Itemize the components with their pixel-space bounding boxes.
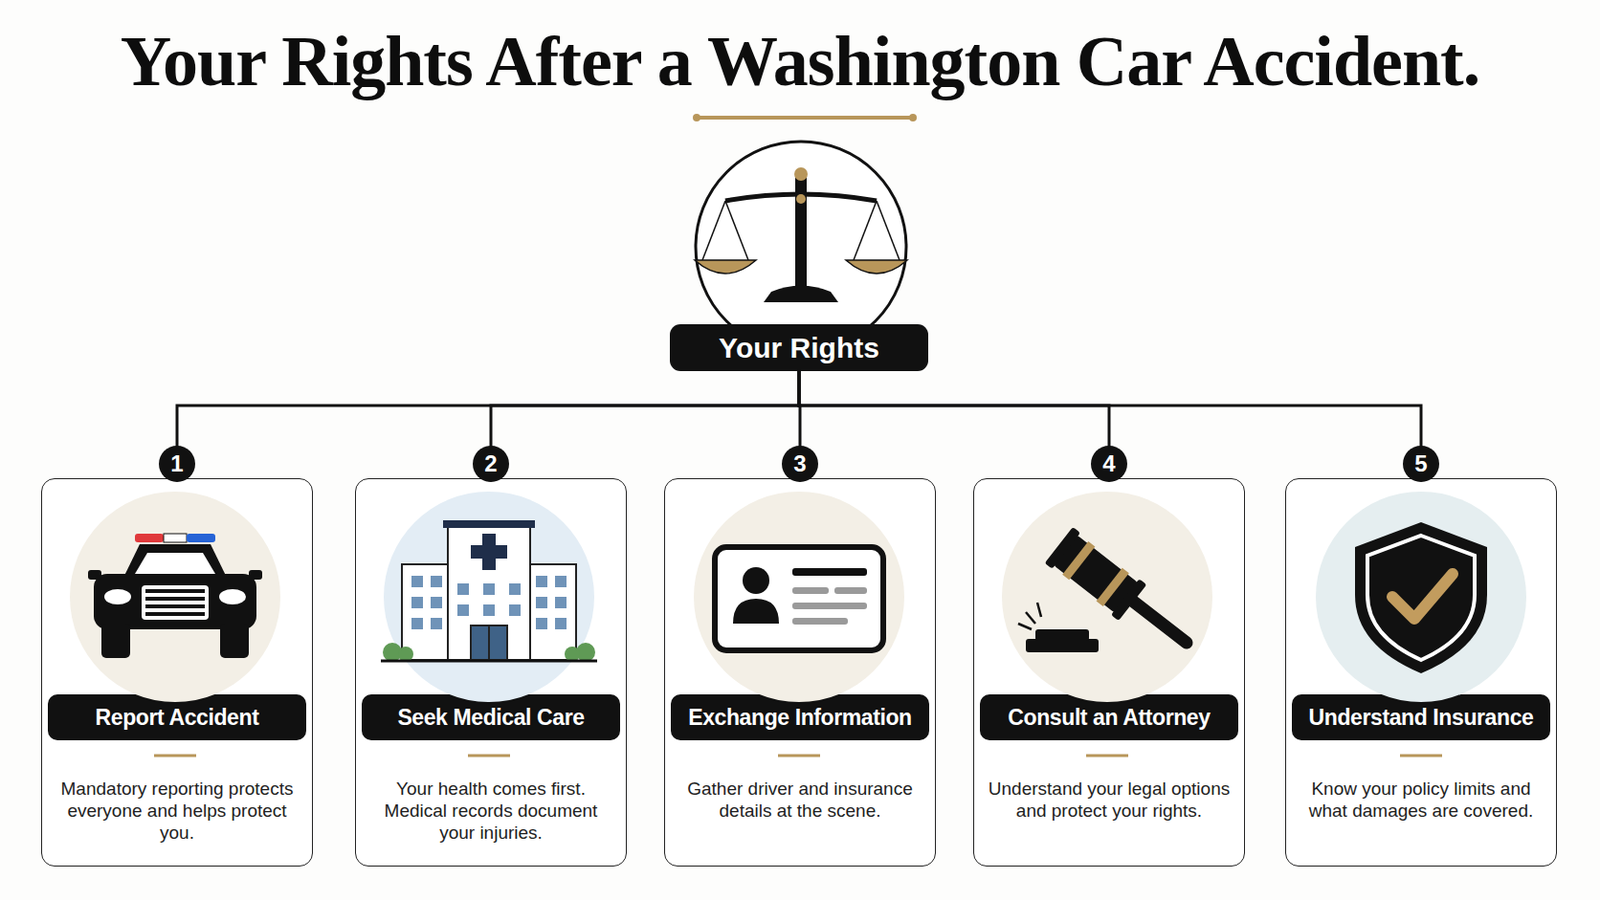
branch-connector: [490, 371, 800, 479]
page-title: Your Rights After a Washington Car Accid…: [0, 21, 1600, 103]
underline-dot: [692, 113, 701, 122]
heading-text: Report Accident: [95, 705, 260, 732]
scale-pan: [694, 260, 756, 274]
callout-number: 4: [1090, 445, 1128, 483]
scale-pivot: [796, 194, 806, 204]
step-card: Gather driver and insurance details at t…: [664, 478, 936, 867]
step-description: Know your policy limits and what damages…: [1299, 777, 1543, 823]
step-description: Understand your legal options and protec…: [987, 777, 1231, 823]
callout-number: 3: [781, 445, 819, 483]
step-heading-pill: Understand Insurance: [1291, 694, 1551, 741]
step-description: Mandatory reporting protects everyone an…: [55, 777, 299, 845]
step-card: Your health comes first. Medical records…: [355, 478, 627, 867]
callout-number: 2: [472, 445, 510, 483]
scale-string: [876, 200, 900, 261]
step-description: Gather driver and insurance details at t…: [678, 777, 922, 823]
step-heading-pill: Report Accident: [47, 694, 307, 741]
branch-connector: [799, 371, 1110, 479]
step-card: Mandatory reporting protects everyone an…: [41, 478, 313, 867]
scale-base: [763, 286, 839, 304]
heading-text: Understand Insurance: [1309, 705, 1534, 732]
underline-dot: [909, 113, 917, 122]
title-underline: [696, 115, 913, 120]
step-heading-pill: Exchange Information: [670, 694, 930, 741]
heading-text: Seek Medical Care: [397, 705, 584, 732]
heading-text: Your Rights: [718, 332, 880, 365]
callout-number: 1: [158, 445, 196, 483]
callout-number: 5: [1402, 445, 1440, 483]
scale-pan: [845, 260, 908, 274]
step-description: Your health comes first. Medical records…: [369, 777, 613, 845]
heading-text: Consult an Attorney: [1007, 705, 1210, 732]
step-card: Know your policy limits and what damages…: [1285, 478, 1557, 867]
scale-beam: [725, 194, 877, 201]
scale-knob: [794, 167, 808, 181]
step-card: Understand your legal options and protec…: [973, 478, 1245, 867]
step-heading-pill: Seek Medical Care: [361, 694, 621, 741]
emblem-circle: [695, 141, 907, 353]
scale-pillar: [795, 177, 807, 292]
heading-text: Exchange Information: [688, 705, 912, 732]
scale-string: [853, 200, 877, 261]
step-heading-pill: Consult an Attorney: [979, 694, 1239, 741]
scale-string: [725, 200, 749, 261]
root-pill: Your Rights: [669, 324, 929, 372]
scale-string: [702, 200, 726, 261]
